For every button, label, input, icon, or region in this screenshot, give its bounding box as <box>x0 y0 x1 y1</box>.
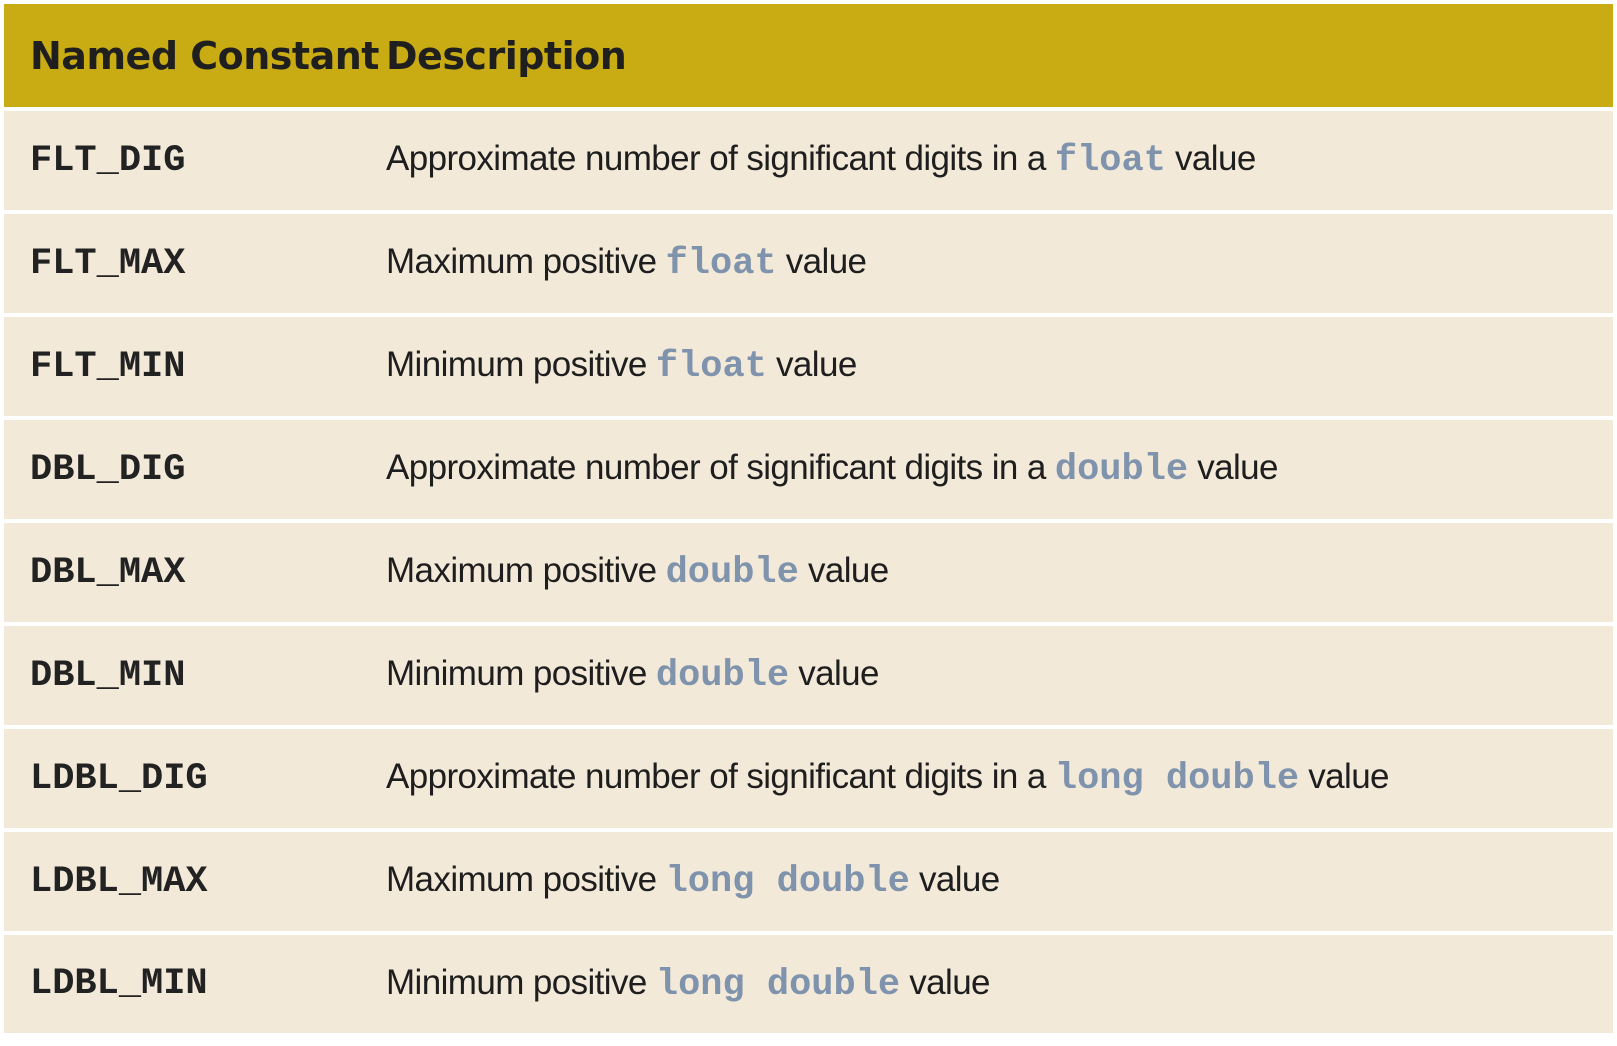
header-named-constant: Named Constant <box>30 33 379 78</box>
constants-table: Named Constant Description FLT_DIG Appro… <box>4 4 1613 1033</box>
constant-name: FLT_MIN <box>30 345 186 388</box>
constant-description: Maximum positive double value <box>386 551 889 594</box>
description-text: Approximate number of significant digits… <box>386 139 1055 178</box>
table-row: DBL_DIG Approximate number of significan… <box>4 420 1613 519</box>
constant-description: Approximate number of significant digits… <box>386 448 1279 491</box>
table-row: DBL_MAX Maximum positive double value <box>4 523 1613 622</box>
type-keyword: long double <box>1054 758 1300 800</box>
type-keyword: float <box>1054 140 1166 182</box>
table-row: LDBL_MAX Maximum positive long double va… <box>4 832 1613 931</box>
type-keyword: float <box>655 346 767 388</box>
constant-name: DBL_MAX <box>30 551 186 594</box>
constant-description: Approximate number of significant digits… <box>386 757 1390 800</box>
table-body: FLT_DIG Approximate number of significan… <box>4 111 1613 1033</box>
type-keyword: long double <box>655 963 901 1006</box>
description-text: Maximum positive <box>386 551 666 590</box>
constant-name: FLT_DIG <box>30 139 186 182</box>
constant-description: Approximate number of significant digits… <box>386 139 1256 182</box>
constant-name: DBL_DIG <box>30 448 186 491</box>
description-suffix: value <box>900 962 990 1002</box>
constant-name: LDBL_MIN <box>30 963 208 1005</box>
description-suffix: value <box>766 345 857 384</box>
table-row: LDBL_DIG Approximate number of significa… <box>4 729 1613 828</box>
constant-name: FLT_MAX <box>30 242 186 285</box>
constant-name: LDBL_DIG <box>30 757 208 800</box>
constant-description: Maximum positive long double value <box>386 860 1000 903</box>
description-suffix: value <box>1299 757 1389 796</box>
type-keyword: float <box>665 243 777 285</box>
description-suffix: value <box>789 654 879 693</box>
table-row: FLT_MAX Maximum positive float value <box>4 214 1613 313</box>
constant-name: DBL_MIN <box>30 654 186 697</box>
description-suffix: value <box>1165 139 1256 178</box>
description-text: Minimum positive <box>386 345 656 384</box>
table-row: FLT_MIN Minimum positive float value <box>4 317 1613 416</box>
constant-description: Minimum positive float value <box>386 345 857 388</box>
constant-description: Minimum positive long double value <box>386 962 991 1006</box>
table-header-row: Named Constant Description <box>4 4 1613 107</box>
type-keyword: double <box>1054 449 1189 491</box>
description-text: Maximum positive <box>386 860 666 899</box>
table-row: DBL_MIN Minimum positive double value <box>4 626 1613 725</box>
type-keyword: long double <box>665 861 910 903</box>
header-description: Description <box>386 33 627 78</box>
constant-name: LDBL_MAX <box>30 860 208 903</box>
description-text: Approximate number of significant digits… <box>386 757 1055 796</box>
description-text: Minimum positive <box>386 962 656 1002</box>
type-keyword: double <box>655 655 790 697</box>
constant-description: Minimum positive double value <box>386 654 880 697</box>
constant-description: Maximum positive float value <box>386 242 867 285</box>
description-text: Approximate number of significant digits… <box>386 448 1055 487</box>
description-text: Maximum positive <box>386 242 666 281</box>
description-suffix: value <box>1188 448 1278 487</box>
table-row: FLT_DIG Approximate number of significan… <box>4 111 1613 210</box>
table-row: LDBL_MIN Minimum positive long double va… <box>4 935 1613 1033</box>
type-keyword: double <box>665 552 799 594</box>
description-suffix: value <box>909 860 1000 899</box>
description-suffix: value <box>798 551 889 590</box>
description-suffix: value <box>776 242 867 281</box>
description-text: Minimum positive <box>386 654 656 693</box>
